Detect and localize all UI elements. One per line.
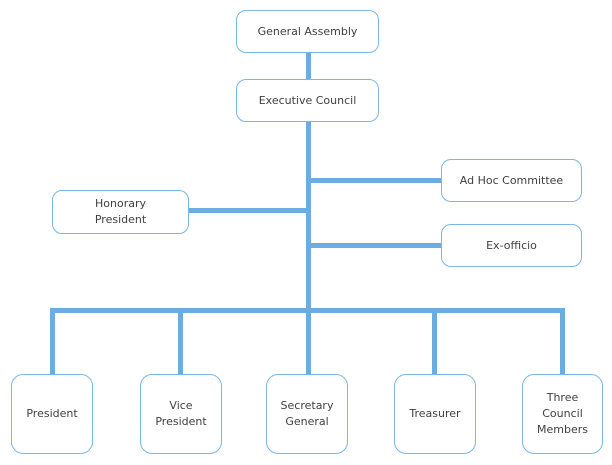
node-label: Ex-officio (486, 238, 537, 252)
connector-branch-ex-officio (308, 243, 441, 248)
node-label: Treasurer (409, 407, 461, 420)
connector-bottom-bus (50, 308, 565, 313)
node-label: Ad Hoc Committee (459, 173, 564, 187)
node-vice-president: Vice President (140, 374, 222, 454)
node-label: General Assembly (257, 24, 358, 38)
node-label: Secretary General (280, 399, 334, 428)
node-label: Vice President (155, 399, 207, 428)
node-secretary-general: Secretary General (266, 374, 348, 454)
node-honorary-president: Honorary President (52, 190, 189, 234)
connector-branch-honorary (187, 208, 308, 213)
node-president: President (11, 374, 93, 454)
node-executive-council: Executive Council (236, 79, 379, 122)
node-three-council-members: Three Council Members (522, 374, 603, 454)
node-label: President (26, 407, 78, 420)
connector-drop-three-council (560, 310, 565, 374)
node-label: Executive Council (258, 93, 357, 107)
connector-branch-ad-hoc (308, 178, 441, 183)
node-label: Three Council Members (537, 391, 588, 436)
connector-drop-vice-president (178, 310, 183, 374)
connector-drop-president (50, 310, 55, 374)
connector-assembly-council (306, 53, 311, 80)
node-label: Honorary President (94, 197, 147, 226)
node-ad-hoc-committee: Ad Hoc Committee (441, 159, 582, 202)
node-treasurer: Treasurer (394, 374, 476, 454)
node-general-assembly: General Assembly (236, 10, 379, 53)
connector-drop-treasurer (432, 310, 437, 374)
node-ex-officio: Ex-officio (441, 224, 582, 267)
